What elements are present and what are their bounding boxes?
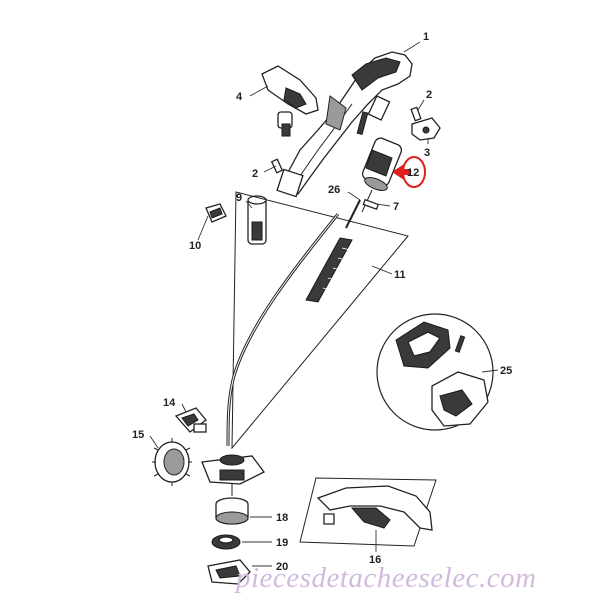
part-screw-lower: [270, 158, 284, 174]
part-spring-cap: [211, 534, 272, 550]
callout-labels: 1 4 2 3 2 12 26 7 9 10 11 25 14 15 18 19…: [132, 31, 512, 573]
site-watermark: piecesdetacheeselec.com: [236, 562, 537, 594]
callout-11: 11: [394, 269, 406, 281]
part-pin: [362, 198, 380, 211]
highlight-part-12: [392, 156, 426, 188]
callout-18: 18: [276, 512, 288, 524]
part-guard-detail: [376, 313, 494, 431]
part-drive-shaft: [345, 199, 361, 229]
callout-20: 20: [276, 561, 288, 573]
callout-16: 16: [369, 554, 381, 566]
part-tube-group: [226, 191, 409, 450]
callout-4: 4: [236, 91, 243, 103]
callout-7: 7: [393, 201, 399, 213]
part-motor: [361, 137, 403, 213]
part-switch-clip: [411, 117, 441, 141]
part-connector: [247, 195, 267, 245]
part-head-housing: [201, 454, 265, 496]
callout-10: 10: [189, 240, 201, 252]
callout-15: 15: [132, 429, 144, 441]
part-guard: [299, 477, 437, 547]
part-clip: [205, 203, 227, 223]
leader-lines: [149, 41, 499, 552]
callout-25: 25: [500, 365, 512, 377]
part-bottom-cover: [207, 559, 272, 585]
part-upper-handle: [276, 51, 413, 198]
part-screw-upper: [356, 106, 422, 136]
callout-1: 1: [423, 31, 429, 43]
callout-26: 26: [328, 184, 340, 196]
callout-12: 12: [407, 167, 419, 179]
callout-14: 14: [163, 397, 176, 409]
part-spool: [215, 497, 272, 525]
callout-19: 19: [276, 537, 288, 549]
callout-9: 9: [236, 192, 242, 204]
callout-2-upper: 2: [426, 89, 432, 101]
callout-3: 3: [424, 147, 430, 159]
part-auxiliary-handle: [261, 65, 319, 137]
part-gear-wheel: [152, 438, 192, 486]
part-bracket: [174, 407, 207, 433]
callout-2-lower: 2: [252, 168, 258, 180]
